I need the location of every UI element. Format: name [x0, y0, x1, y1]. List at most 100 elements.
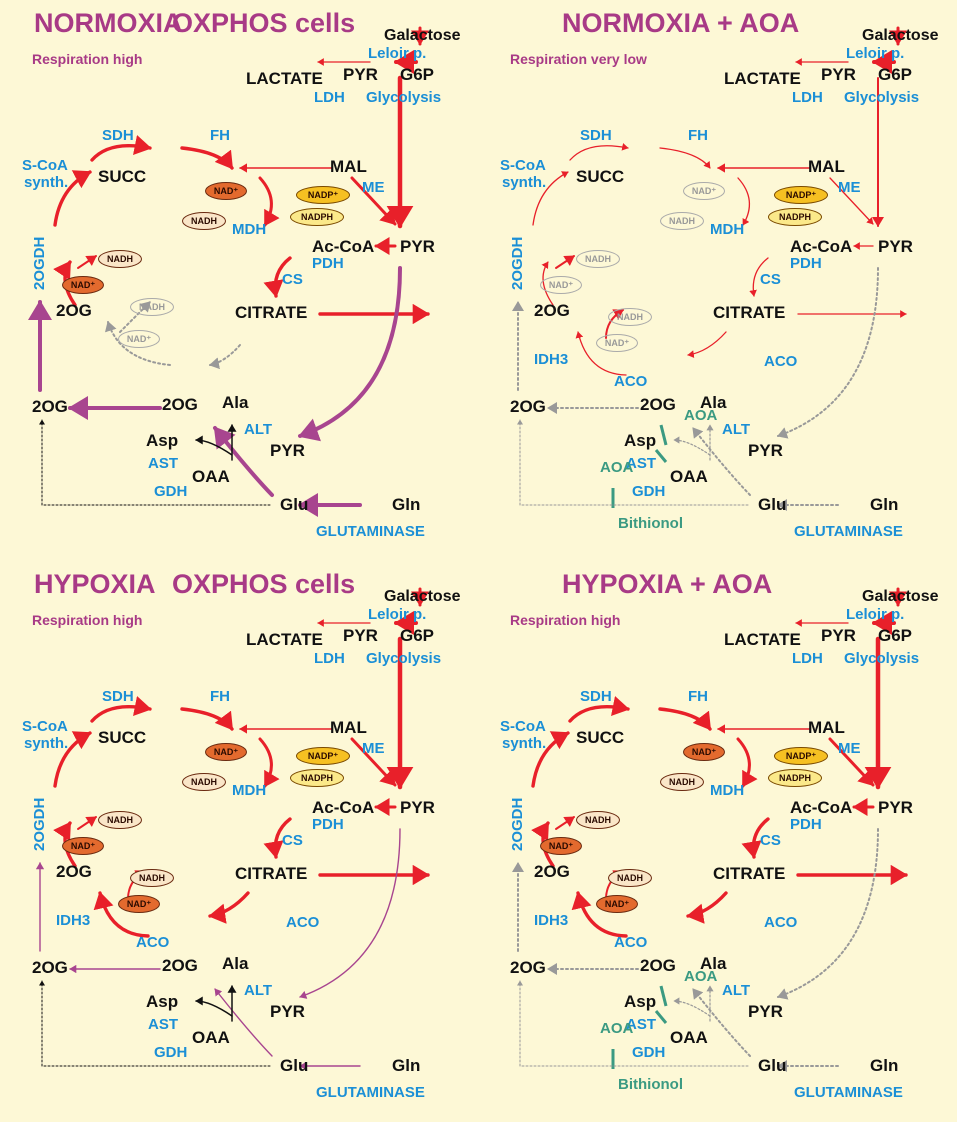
arrow-2og-succ	[532, 171, 569, 226]
oaa-label: OAA	[670, 467, 708, 486]
mdh-label: MDH	[232, 782, 267, 799]
accoa-label: Ac-CoA	[790, 798, 853, 817]
mdh-label: MDH	[232, 221, 267, 238]
arrow-glu-2og-dotted	[692, 427, 751, 496]
asp-label: Asp	[146, 431, 179, 450]
nad-pill-2ogdh: NAD⁺	[62, 276, 104, 294]
arrow-succ-sdh	[568, 696, 630, 723]
nadh-pill-mdh: NADH	[182, 212, 226, 230]
nad-pill-mdh: NAD⁺	[205, 182, 247, 200]
lactate-label: LACTATE	[724, 630, 801, 649]
arrow-accoa-citrate	[749, 257, 769, 297]
cs-label: CS	[760, 271, 781, 288]
gdh-label: GDH	[154, 483, 188, 500]
glutaminase-label: GLUTAMINASE	[794, 523, 903, 540]
arrow-mal-mdh	[258, 737, 280, 788]
og-mid-label: 2OG	[640, 956, 676, 975]
arrow-asp	[195, 996, 233, 1017]
pyr-top-label: PYR	[821, 65, 856, 84]
synth-label: synth.	[502, 174, 547, 191]
nadh-pill-2ogdh: NADH	[576, 250, 620, 268]
pyr-bottom-label: PYR	[270, 441, 305, 460]
galactose-label: Galactose	[862, 27, 939, 44]
arrow-succ-sdh	[90, 696, 152, 723]
me-label: ME	[838, 179, 861, 196]
aco-label-lower: ACO	[614, 934, 648, 951]
og-cycle-label: 2OG	[534, 862, 570, 881]
oaa-label: OAA	[192, 1028, 230, 1047]
og-cycle-label: 2OG	[56, 862, 92, 881]
succ-label: SUCC	[98, 167, 147, 186]
mdh-label: MDH	[710, 221, 745, 238]
arrow-pyr-alt	[299, 828, 401, 999]
ast-label: AST	[626, 1016, 656, 1033]
pathway-arrows-2	[512, 26, 907, 511]
ast-label: AST	[626, 455, 656, 472]
nadh-pill-idh3: NADH	[608, 308, 652, 326]
arrow-glu-2og	[213, 426, 274, 497]
arrow-mal-mdh	[736, 737, 758, 788]
glutaminase-label: GLUTAMINASE	[794, 1084, 903, 1101]
nadh-pill-2ogdh: NADH	[98, 811, 142, 829]
ast-label: AST	[148, 455, 178, 472]
glutaminase-label: GLUTAMINASE	[316, 1084, 425, 1101]
aoa-label-2: AOA	[600, 459, 634, 476]
gln-label: Gln	[870, 495, 899, 514]
nadh-pill-2ogdh: NADH	[576, 811, 620, 829]
nadp-pill: NADP⁺	[774, 186, 828, 204]
arrow-2og-succ	[531, 731, 570, 788]
aoa-inhibitor-bar-2	[654, 1010, 668, 1024]
alt-label: ALT	[244, 421, 273, 438]
synth-label: synth.	[24, 174, 69, 191]
idh3-label: IDH3	[56, 912, 91, 929]
pyr-bottom-label: PYR	[748, 1002, 783, 1021]
arrow-mal-me	[829, 177, 874, 225]
aoa-inhibitor-bar-1	[659, 424, 668, 446]
nad-pill-mdh: NAD⁺	[683, 182, 725, 200]
pyr-mid-label: PYR	[878, 798, 913, 817]
scoa-label: S-CoA	[22, 718, 68, 735]
alt-label: ALT	[722, 982, 751, 999]
lactate-label: LACTATE	[724, 69, 801, 88]
arrow-sdh-fh	[180, 707, 234, 731]
ast-label: AST	[148, 1016, 178, 1033]
arrow-sdh-fh	[658, 707, 712, 731]
gln-label: Gln	[392, 1056, 421, 1075]
citrate-label: CITRATE	[713, 864, 786, 883]
galactose-label: Galactose	[384, 588, 461, 605]
nadph-pill: NADPH	[290, 208, 344, 226]
me-label: ME	[362, 179, 385, 196]
sdh-label: SDH	[102, 127, 134, 144]
gdh-label: GDH	[632, 483, 666, 500]
arrow-mal-me	[828, 737, 875, 787]
arrow-mal-mdh	[737, 177, 750, 226]
nadp-pill: NADP⁺	[774, 747, 828, 765]
glu-label: Glu	[758, 1056, 787, 1075]
glycolysis-label: Glycolysis	[844, 650, 920, 667]
nad-pill-idh3: NAD⁺	[118, 895, 160, 913]
aoa-label-2: AOA	[600, 1020, 634, 1037]
arrow-nadh-out	[77, 816, 97, 830]
mal-label: MAL	[330, 718, 367, 737]
nadh-pill-mdh: NADH	[660, 773, 704, 791]
me-label: ME	[362, 740, 385, 757]
g6p-label: G6P	[878, 65, 913, 84]
alt-label: ALT	[244, 982, 273, 999]
arrow-nadh-out	[77, 255, 97, 269]
panel-title-suffix: OXPHOS cells	[172, 569, 356, 599]
pyr-mid-label: PYR	[400, 237, 435, 256]
arrow-asp-dotted	[673, 436, 711, 456]
scoa-label: S-CoA	[500, 157, 546, 174]
panel-title: HYPOXIA + AOA	[562, 569, 773, 599]
lactate-label: LACTATE	[246, 630, 323, 649]
panel-subtitle: Respiration very low	[510, 51, 647, 67]
mal-label: MAL	[808, 157, 845, 176]
asp-label: Asp	[624, 992, 657, 1011]
nadph-pill: NADPH	[768, 769, 822, 787]
scoa-label: S-CoA	[22, 157, 68, 174]
bithionol-label: Bithionol	[618, 515, 683, 532]
pyr-mid-label: PYR	[878, 237, 913, 256]
g6p-label: G6P	[400, 626, 435, 645]
arrow-glu-2og-dotted	[692, 988, 751, 1057]
